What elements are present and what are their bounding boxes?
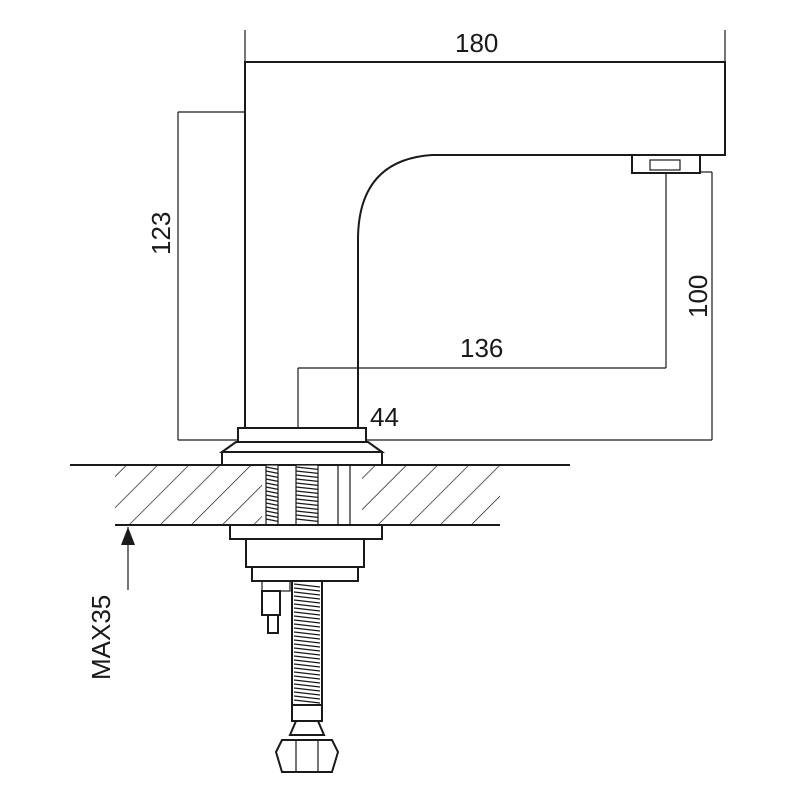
thread-line — [265, 498, 279, 502]
thread-line — [265, 506, 279, 510]
thread-line — [265, 510, 279, 514]
thread-line — [295, 502, 319, 506]
thread-line — [265, 482, 279, 486]
thread-line — [295, 494, 319, 498]
hose-braid-line — [293, 583, 321, 588]
thread-line — [295, 482, 319, 486]
thread-line — [295, 498, 319, 502]
hose-braid-line — [293, 631, 321, 636]
hose-braid-line — [293, 599, 321, 604]
thread-line — [295, 506, 319, 510]
dim-44-label: 44 — [370, 402, 399, 432]
thread-line — [295, 490, 319, 494]
dim-100-label: 100 — [683, 275, 713, 318]
hose-braid-line — [293, 619, 321, 624]
dim-136-label: 136 — [460, 333, 503, 363]
hose-braid-line — [293, 699, 321, 704]
faucet-body — [244, 61, 726, 429]
hose-braid-line — [293, 591, 321, 596]
hose-braid-line — [293, 643, 321, 648]
dim-max35-label: MAX35 — [86, 595, 116, 680]
mounting-assembly — [229, 464, 383, 773]
hose-braid-line — [293, 627, 321, 632]
dim-123-label: 123 — [146, 212, 176, 255]
thread-line — [295, 474, 319, 478]
hose-braid-line — [293, 595, 321, 600]
thread-line — [265, 470, 279, 474]
thread-line — [295, 466, 319, 470]
thread-line — [295, 478, 319, 482]
thread-line — [265, 466, 279, 470]
hose-braid-line — [293, 667, 321, 672]
hose-braid-line — [293, 687, 321, 692]
hose-braid-line — [293, 607, 321, 612]
hose-braid-line — [293, 635, 321, 640]
thread-line — [295, 486, 319, 490]
hose-braid-line — [293, 659, 321, 664]
thread-line — [295, 514, 319, 518]
thread-line — [265, 518, 279, 522]
hose-braid-line — [293, 683, 321, 688]
hose-braid-line — [293, 611, 321, 616]
hose-braid-line — [293, 695, 321, 700]
hose-braid-line — [293, 675, 321, 680]
hose-braid-line — [293, 671, 321, 676]
thread-line — [265, 486, 279, 490]
hose-braid-line — [293, 651, 321, 656]
thread-line — [265, 490, 279, 494]
thread-line — [295, 510, 319, 514]
hose-braid-line — [293, 679, 321, 684]
dim-180-label: 180 — [455, 28, 498, 58]
thread-line — [295, 518, 319, 522]
thread-line — [265, 502, 279, 506]
hose-braid-line — [293, 603, 321, 608]
hose-braid-line — [293, 663, 321, 668]
base-flange — [218, 427, 386, 466]
thread-line — [295, 470, 319, 474]
thread-line — [265, 478, 279, 482]
thread-line — [265, 494, 279, 498]
hose-braid-line — [293, 639, 321, 644]
hose-braid-line — [293, 587, 321, 592]
hose-braid-line — [293, 615, 321, 620]
hose-braid-line — [293, 655, 321, 660]
hose-braid-line — [293, 647, 321, 652]
dimension-lines — [121, 30, 726, 590]
countertop-section — [70, 464, 570, 526]
thread-line — [265, 474, 279, 478]
hose-braid-line — [293, 623, 321, 628]
hose-braid-line — [293, 691, 321, 696]
thread-line — [265, 514, 279, 518]
